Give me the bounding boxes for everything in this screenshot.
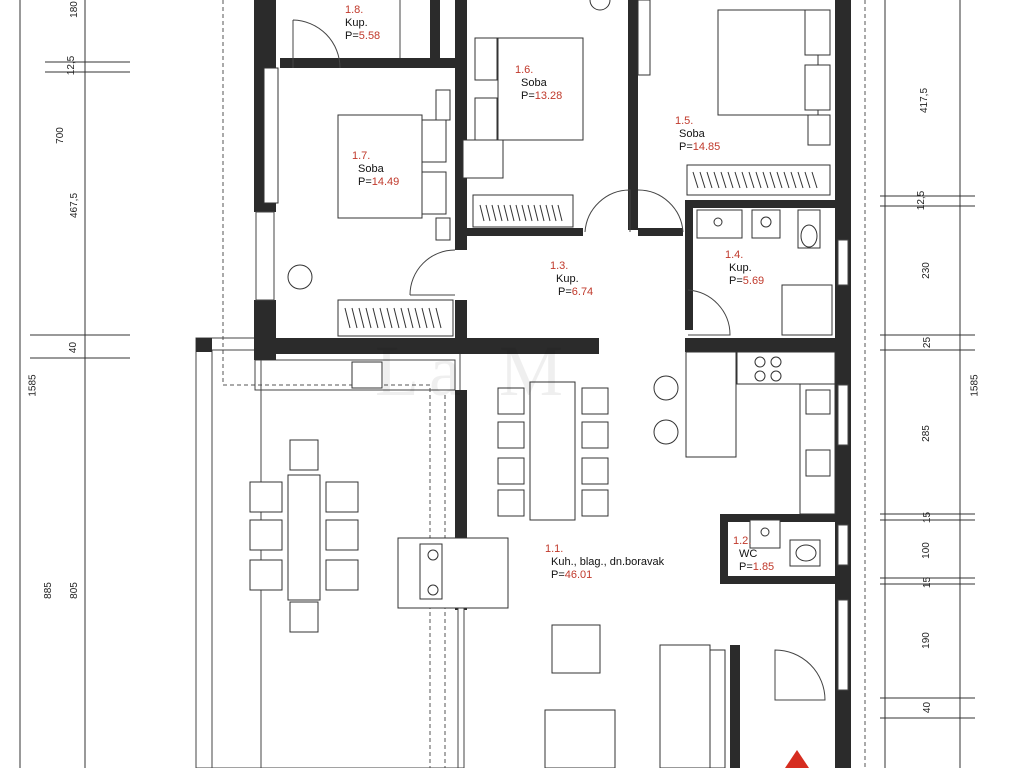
watermark: La M xyxy=(375,331,573,411)
dining-table-terrace xyxy=(249,361,509,633)
dim-right-190: 190 xyxy=(920,632,932,649)
dim-left-885: 885 xyxy=(42,582,54,599)
dimension-lines xyxy=(19,0,975,768)
dim-right-12-5: 12,5 xyxy=(916,190,928,211)
room-label-1-8: 1.8. Kup. P=5.58 xyxy=(345,4,381,42)
room-label-1-3: 1.3. Kup. P=6.74 xyxy=(550,260,594,298)
dim-left-805: 805 xyxy=(68,582,80,599)
dim-left-40: 40 xyxy=(68,341,80,354)
room-label-1-4: 1.4. Kup. P=5.69 xyxy=(725,249,765,287)
room-label-1-5: 1.5. Soba P=14.85 xyxy=(675,115,721,153)
dim-left-700: 700 xyxy=(54,127,66,144)
dim-right-417-5: 417,5 xyxy=(919,87,931,114)
dining-table-interior xyxy=(497,381,609,521)
dim-right-15: 15 xyxy=(922,511,934,524)
dim-right-1585: 1585 xyxy=(969,374,981,397)
living-furniture xyxy=(544,624,726,768)
entrance-marker xyxy=(785,750,809,768)
dim-right-40: 40 xyxy=(922,701,934,714)
terrace-outline xyxy=(222,0,866,768)
kitchen xyxy=(653,351,836,515)
room-label-1-2: 1.2. WC P=1.85 xyxy=(733,535,775,573)
bathroom-fixtures xyxy=(287,0,833,567)
room-label-1-6: 1.6. Soba P=13.28 xyxy=(515,64,563,102)
room-label-1-1: 1.1. Kuh., blag., dn.boravak P=46.01 xyxy=(545,543,665,581)
doors xyxy=(292,0,826,701)
dim-right-230: 230 xyxy=(920,262,932,279)
dim-left-467-5: 467,5 xyxy=(69,192,81,219)
dim-left-1585: 1585 xyxy=(27,374,39,397)
furniture-beds xyxy=(337,9,831,241)
dim-right-285: 285 xyxy=(920,425,932,442)
dim-left-12-5: 12,5 xyxy=(66,55,78,76)
dim-right-15b: 15 xyxy=(922,576,934,589)
dim-right-25: 25 xyxy=(922,336,934,349)
windows xyxy=(255,211,849,768)
wardrobe-hangers xyxy=(344,171,818,329)
room-label-1-7: 1.7. Soba P=14.49 xyxy=(352,150,400,188)
dim-right-100: 100 xyxy=(920,542,932,559)
dim-left-180: 180 xyxy=(68,1,80,18)
